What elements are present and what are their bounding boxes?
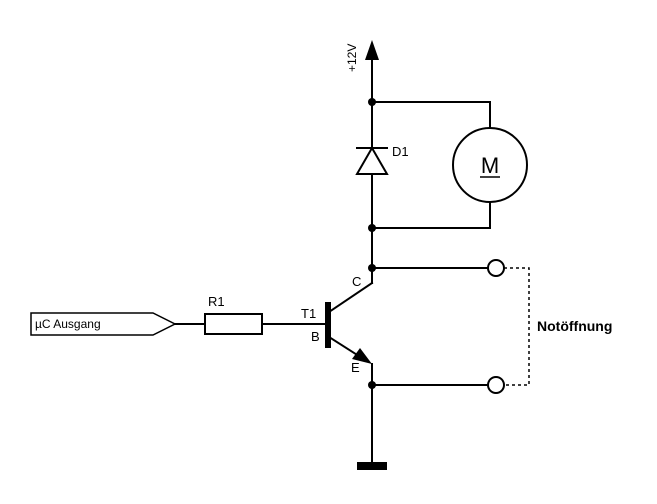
motor-branch: M [371, 101, 528, 229]
input-port: µC Ausgang [30, 312, 177, 336]
diode-triangle [355, 145, 389, 175]
junction-mid [368, 224, 376, 232]
transistor-t1: C E B T1 [301, 267, 374, 386]
collector-lead [327, 281, 374, 314]
diode-label: D1 [392, 144, 409, 159]
ground-symbol [357, 384, 387, 470]
base-label: B [311, 329, 320, 344]
collector-label: C [352, 274, 361, 289]
motor-label: M [481, 153, 499, 178]
diode-d1: D1 [355, 101, 409, 269]
resistor-r1: R1 [174, 294, 326, 335]
emergency-label: Notöffnung [537, 318, 612, 334]
junction-top [368, 98, 376, 106]
supply-terminal: +12V [345, 40, 379, 103]
supply-label: +12V [345, 44, 359, 72]
input-port-shape [30, 312, 177, 336]
emitter-label: E [351, 360, 360, 375]
emergency-dashed-link [504, 267, 530, 386]
supply-arrow [365, 40, 379, 60]
contact-top-terminal [487, 259, 505, 277]
resistor-label: R1 [208, 294, 225, 309]
ground-bar [357, 462, 387, 470]
resistor-body [204, 313, 263, 335]
input-port-label: µC Ausgang [35, 317, 101, 331]
emitter-arrow [352, 348, 372, 364]
transistor-label: T1 [301, 306, 316, 321]
transistor-base-bar [325, 302, 331, 348]
contact-bottom-terminal [487, 376, 505, 394]
emergency-contacts: Notöffnung [371, 259, 612, 394]
